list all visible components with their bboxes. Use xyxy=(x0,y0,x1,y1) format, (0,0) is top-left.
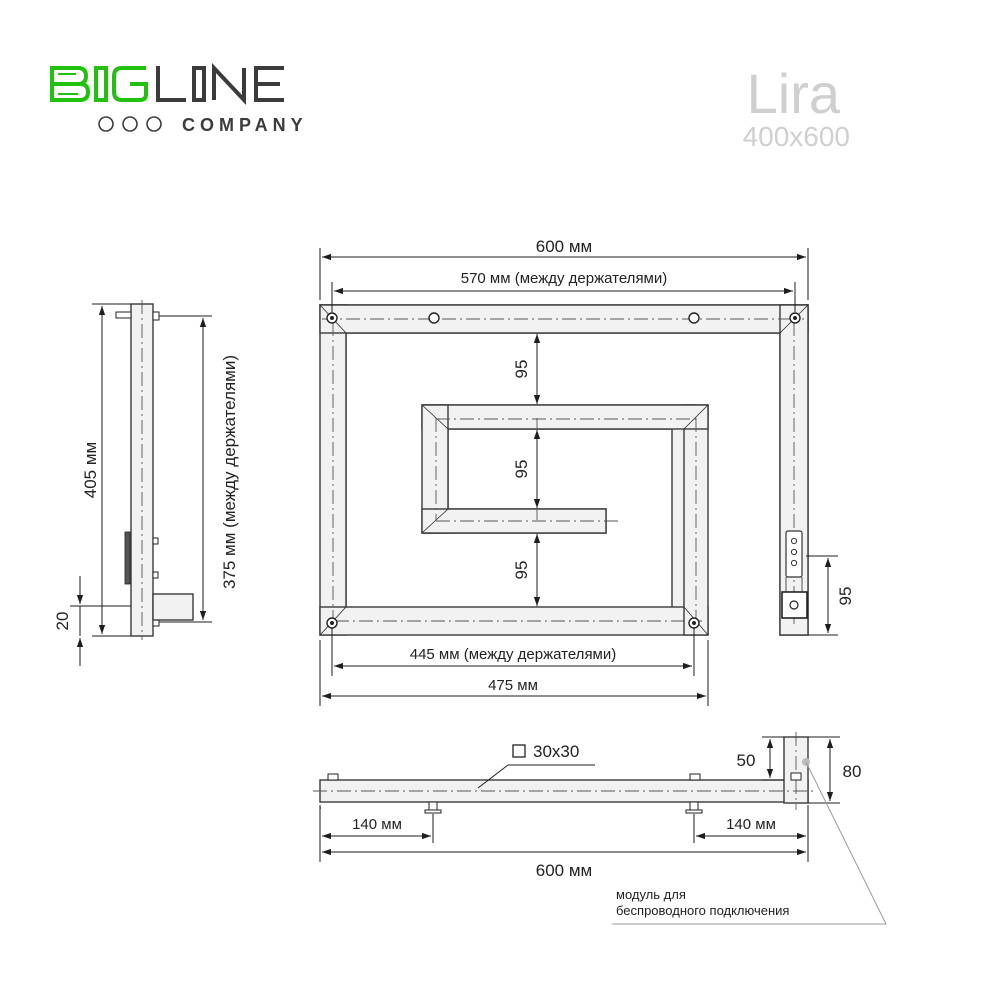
top-view: 30x30 50 80 140 мм 140 мм 600 мм модуль … xyxy=(313,732,887,925)
logo-letter-e xyxy=(254,66,284,102)
dim-extension-375 xyxy=(159,315,212,623)
dim-bottom-width: 475 мм xyxy=(488,677,538,694)
dim-extension-140-right xyxy=(693,805,809,862)
dim-side-total: 405 мм xyxy=(81,442,100,498)
product-name: Lira xyxy=(747,62,841,125)
product-size: 400x600 xyxy=(743,121,850,152)
dim-depth-small: 50 xyxy=(737,751,756,770)
logo-letter-n xyxy=(212,62,246,106)
dim-side-holders: 375 мм (между держателями) xyxy=(220,355,239,589)
top-holder-studs xyxy=(327,772,802,814)
logo-letter-l xyxy=(156,66,186,102)
dim-extension-600 xyxy=(319,248,809,300)
dim-gap-top: 95 xyxy=(512,360,531,379)
dim-profile: 30x30 xyxy=(533,742,579,761)
dim-total-width: 600 мм xyxy=(536,237,592,256)
logo-letter-i2 xyxy=(192,66,206,102)
side-holders xyxy=(115,311,160,627)
dim-extension-50 xyxy=(762,736,784,781)
dim-holders-top: 570 мм (между держателями) xyxy=(461,270,668,287)
miter-lines xyxy=(319,304,809,636)
dim-extension-140-left xyxy=(319,805,434,862)
logo-letter-i xyxy=(94,66,108,102)
brand-logo: COMPANY xyxy=(50,62,308,135)
profile-leader xyxy=(477,764,595,789)
note-line-2: беспроводного подключения xyxy=(616,903,789,918)
side-module-box xyxy=(152,593,194,621)
logo-company-text: COMPANY xyxy=(182,115,308,135)
dim-mount-right: 140 мм xyxy=(726,816,776,833)
side-view: 405 мм 375 мм (между держателями) 20 xyxy=(53,300,239,666)
dim-holders-bottom: 445 мм (между держателями) xyxy=(410,646,617,663)
wireless-module xyxy=(781,530,808,619)
center-axes xyxy=(322,318,804,628)
square-profile-icon xyxy=(512,744,526,758)
towel-rail-profile-outline xyxy=(319,304,809,636)
logo-letter-g xyxy=(112,66,148,102)
dim-extension-80 xyxy=(808,736,840,804)
module-connector xyxy=(785,577,803,592)
dim-side-offset: 20 xyxy=(53,612,72,631)
dim-bottom-total: 600 мм xyxy=(536,861,592,880)
inner-top-tube xyxy=(421,404,709,430)
dim-module-height: 95 xyxy=(836,587,855,606)
dim-mount-left: 140 мм xyxy=(352,816,402,833)
module-callout-leader xyxy=(612,761,887,925)
dim-extension-570 xyxy=(331,282,796,312)
logo-circles xyxy=(98,116,162,132)
dim-gap-mid: 95 xyxy=(512,460,531,479)
dim-extension-475 xyxy=(319,640,709,706)
dim-extension-module xyxy=(806,555,838,636)
note-line-1: модуль для xyxy=(616,887,686,902)
dim-extension-445 xyxy=(331,628,695,676)
mount-bolts xyxy=(326,312,801,629)
front-view: 600 мм 570 мм (между держателями) 95 95 … xyxy=(319,237,855,706)
dim-gap-bottom: 95 xyxy=(512,561,531,580)
dim-depth-total: 80 xyxy=(843,762,862,781)
dim-extension-405 xyxy=(92,303,131,637)
logo-letter-b xyxy=(50,66,91,102)
